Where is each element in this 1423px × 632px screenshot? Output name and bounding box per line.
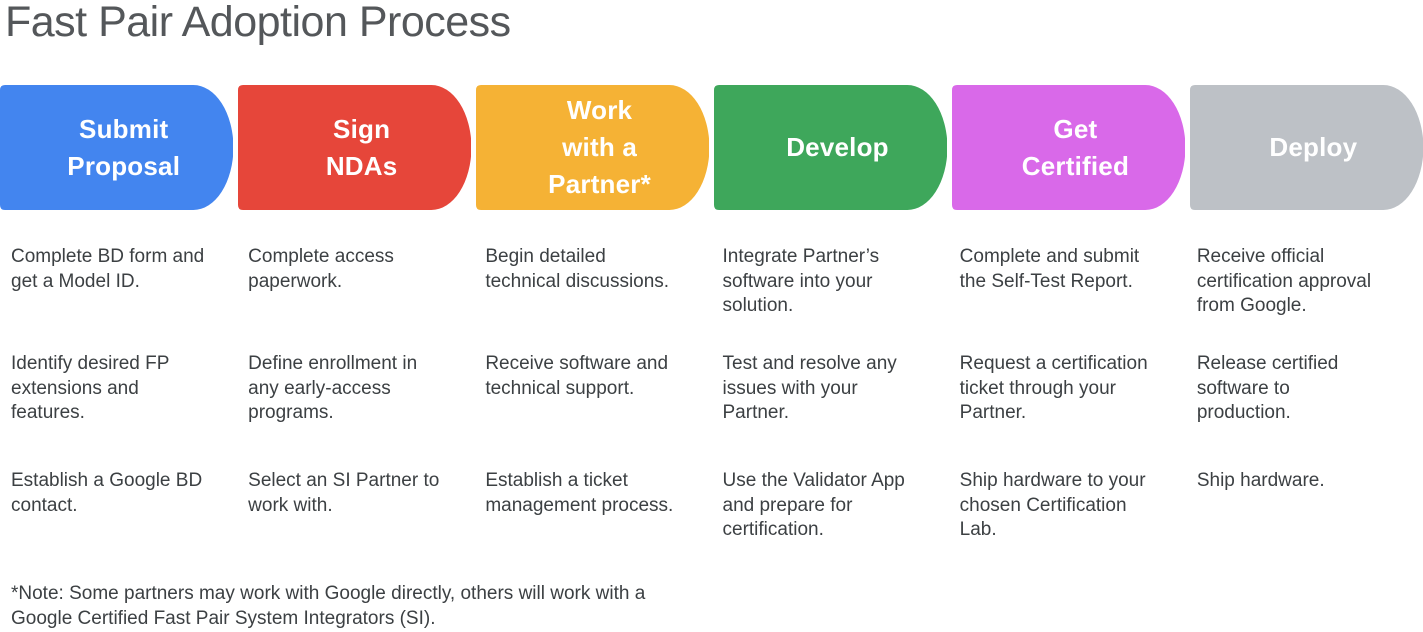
- stage-label: Sign NDAs: [325, 113, 398, 181]
- stage-item: Request a certification ticket through y…: [959, 353, 1148, 423]
- stage-arrow-shape: [0, 85, 234, 210]
- process-stage-band: Submit Proposal Sign NDAs Work with a Pa…: [0, 85, 1423, 210]
- stage-item: Test and resolve any issues with your Pa…: [722, 353, 897, 423]
- stage-arrow-shape: [475, 85, 710, 210]
- stage-label: Get Certified: [1021, 113, 1130, 181]
- stage-work-with-partner: Work with a Partner*: [475, 85, 710, 210]
- stage-sign-ndas: Sign NDAs: [237, 85, 472, 210]
- stage-arrow-shape: [1189, 85, 1423, 210]
- stage-item: Define enrollment in any early-access pr…: [248, 353, 418, 423]
- stage-item: Complete and submit the Self-Test Report…: [959, 246, 1140, 292]
- footnote: *Note: Some partners may work with Googl…: [11, 583, 646, 629]
- page-title: Fast Pair Adoption Process: [5, 0, 511, 46]
- stage-item: Ship hardware to your chosen Certificati…: [959, 470, 1146, 540]
- stage-item: Receive official certification approval …: [1196, 246, 1372, 316]
- stage-details-grid: Complete BD form and get a Model ID. Ide…: [0, 245, 1423, 543]
- stage-get-certified: Get Certified: [951, 85, 1186, 210]
- stage-submit-proposal: Submit Proposal: [0, 85, 234, 210]
- stage-item: Establish a ticket management process.: [485, 470, 674, 516]
- stage-label: Develop: [786, 132, 889, 162]
- stage-deploy: Deploy: [1189, 85, 1423, 210]
- stage-item: Use the Validator App and prepare for ce…: [722, 470, 905, 540]
- stage-item: Establish a Google BD contact.: [11, 470, 203, 516]
- stage-label: Work with a Partner*: [548, 95, 651, 199]
- stage-item: Identify desired FP extensions and featu…: [11, 353, 170, 423]
- stage-label: Deploy: [1269, 132, 1358, 162]
- stage-item: Complete BD form and get a Model ID.: [11, 246, 205, 292]
- stage-develop: Develop: [713, 85, 948, 210]
- stage-item: Integrate Partner’s software into your s…: [722, 246, 880, 316]
- stage-arrow-shape: [237, 85, 472, 210]
- stage-item: Release certified software to production…: [1196, 353, 1339, 423]
- stage-arrow-shape: [951, 85, 1186, 210]
- stage-item: Begin detailed technical discussions.: [485, 246, 670, 292]
- stage-item: Ship hardware.: [1196, 470, 1325, 491]
- stage-item: Select an SI Partner to work with.: [248, 470, 440, 516]
- stage-item: Complete access paperwork.: [248, 246, 394, 292]
- stage-item: Receive software and technical support.: [485, 353, 669, 399]
- stage-arrow-shape: [713, 85, 948, 210]
- stage-label: Submit Proposal: [67, 113, 181, 181]
